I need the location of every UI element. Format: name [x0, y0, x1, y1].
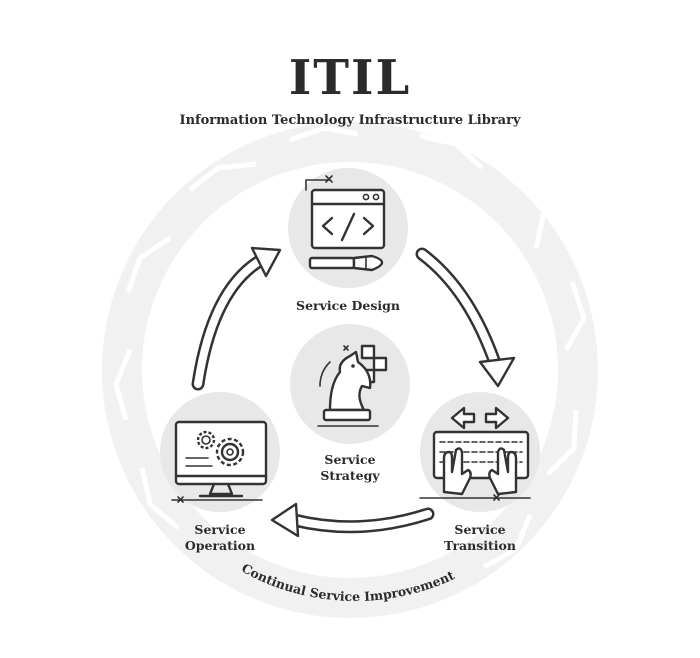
strategy-label: Service Strategy [320, 452, 380, 483]
cycle-arrow-transition-to-operation [270, 502, 435, 538]
operation-label: Service Operation [184, 522, 256, 553]
monitor-gears-icon [171, 420, 268, 503]
small-gear-icon [196, 430, 216, 450]
transition-label: Service Transition [444, 522, 516, 553]
page-title: ITIL [288, 50, 412, 106]
page-subtitle: Information Technology Infrastructure Li… [179, 113, 521, 128]
code-window-icon [305, 175, 386, 272]
cycle-arrow-operation-to-design [191, 246, 282, 391]
design-label: Service Design [296, 298, 400, 313]
large-gear-icon [215, 437, 245, 467]
outer-improvement-ring [102, 122, 598, 618]
chess-knight-icon [317, 344, 388, 427]
cycle-arrow-design-to-transition [415, 247, 516, 388]
keyboard-hands-icon [419, 406, 531, 501]
